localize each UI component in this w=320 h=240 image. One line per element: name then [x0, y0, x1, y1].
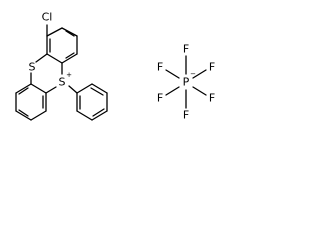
- ring-to-bridge-s-bond: [35, 53, 48, 63]
- phosphorus-charge: −: [190, 70, 196, 78]
- sulfonium-phenyl-bond: [68, 85, 78, 94]
- fluorine-upper-right-label: F: [209, 61, 215, 74]
- lower-ring-to-sulfonium-bond: [45, 86, 57, 94]
- lower-benzene-ring: [15, 83, 47, 121]
- bridge-sulfur-label: S: [29, 61, 36, 74]
- structure-diagram: Cl S S +: [15, 11, 215, 122]
- phenyl-ring: [76, 83, 108, 121]
- sulfonium-label: S: [59, 76, 66, 89]
- thioxanthenium-cation: Cl S S +: [15, 11, 108, 121]
- chloro-benzene-ring: [46, 27, 78, 64]
- fluorine-top-label: F: [183, 43, 189, 56]
- hexafluorophosphate-anion: P − F F F F F F: [157, 43, 215, 122]
- sulfonium-charge: +: [66, 71, 72, 79]
- fluorine-bottom-label: F: [183, 109, 189, 122]
- phosphorus-label: P: [183, 76, 190, 89]
- fluorine-lower-left-label: F: [157, 92, 163, 105]
- fluorine-upper-left-label: F: [157, 61, 163, 74]
- fluorine-lower-right-label: F: [209, 92, 215, 105]
- chlorine-atom-label: Cl: [42, 11, 53, 24]
